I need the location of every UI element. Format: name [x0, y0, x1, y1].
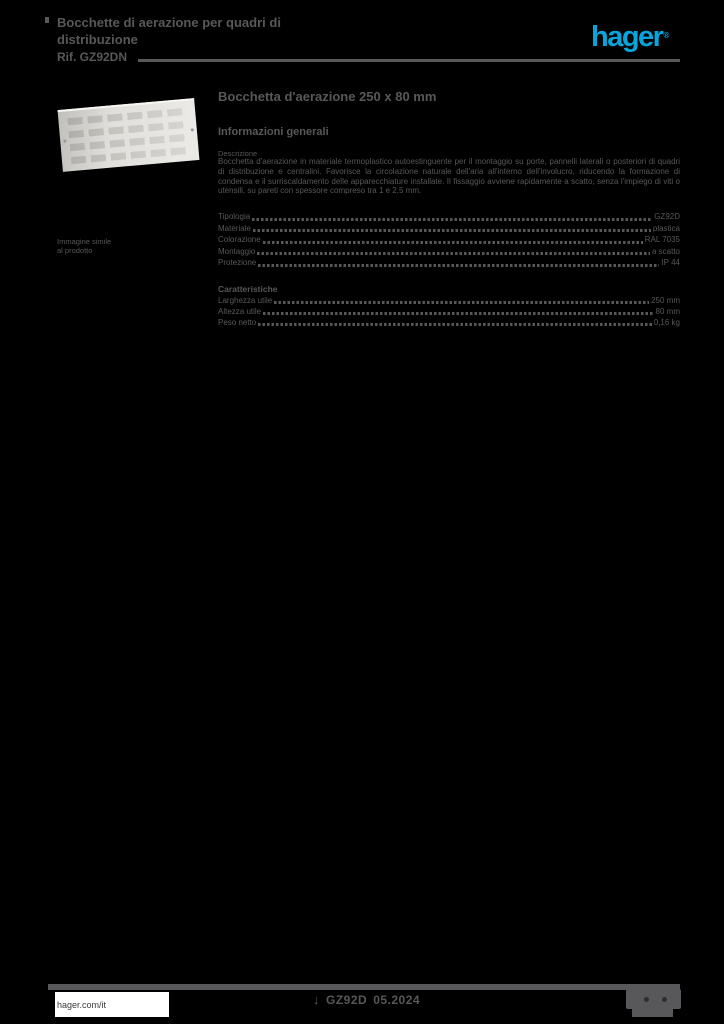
spec-table-2: Larghezza utile 250 mm Altezza utile 80 … — [218, 296, 680, 329]
dotted-leader — [258, 263, 660, 267]
spec-table: Tipologia GZ92D Materiale plastica Color… — [218, 212, 680, 270]
spec-row: Protezione IP 44 — [218, 258, 680, 267]
spec-row: Larghezza utile 250 mm — [218, 296, 680, 305]
description-label: Descrizione — [218, 149, 258, 158]
dotted-leader — [262, 240, 643, 244]
spec-row: Altezza utile 80 mm — [218, 307, 680, 316]
spec-row: Tipologia GZ92D — [218, 212, 680, 221]
header-rule — [138, 59, 680, 62]
registered-mark: ® — [663, 31, 670, 40]
page-title-line1: Bocchette di aerazione per quadri di — [57, 15, 281, 30]
website-box[interactable]: hager.com/it — [55, 992, 169, 1017]
print-mark — [45, 17, 49, 23]
dotted-leader — [274, 301, 650, 304]
product-pictogram — [626, 989, 681, 1009]
section1-title: Informazioni generali — [218, 126, 329, 138]
product-pictogram-strip — [632, 1009, 673, 1017]
dotted-leader — [263, 312, 654, 315]
footer-center: ↓ GZ92D 05.2024 — [313, 992, 421, 1007]
page-title-line2: distribuzione — [57, 32, 138, 47]
footer-rule — [48, 984, 680, 990]
dotted-leader — [252, 229, 651, 232]
spec-row: Colorazione RAL 7035 — [218, 235, 680, 244]
product-photo — [57, 97, 200, 175]
vent-grille-image — [57, 98, 200, 172]
dotted-leader — [257, 252, 650, 255]
dotted-leader — [252, 217, 653, 221]
photo-caption: Immagine simile al prodotto — [57, 237, 112, 255]
hager-logo: hager® — [591, 21, 670, 53]
website-link[interactable]: hager.com/it — [57, 999, 107, 1010]
spec-row: Montaggio a scatto — [218, 246, 680, 256]
spec-row: Materiale plastica — [218, 223, 680, 233]
dotted-leader — [258, 323, 652, 326]
product-code: Rif. GZ92DN — [57, 50, 128, 64]
description-text: Bocchetta d'aerazione in materiale termo… — [218, 157, 680, 196]
spec-row: Peso netto 0,16 kg — [218, 318, 680, 327]
download-icon: ↓ — [313, 992, 320, 1007]
section2-title: Caratteristiche — [218, 284, 278, 294]
product-heading: Bocchetta d'aerazione 250 x 80 mm — [218, 89, 437, 104]
